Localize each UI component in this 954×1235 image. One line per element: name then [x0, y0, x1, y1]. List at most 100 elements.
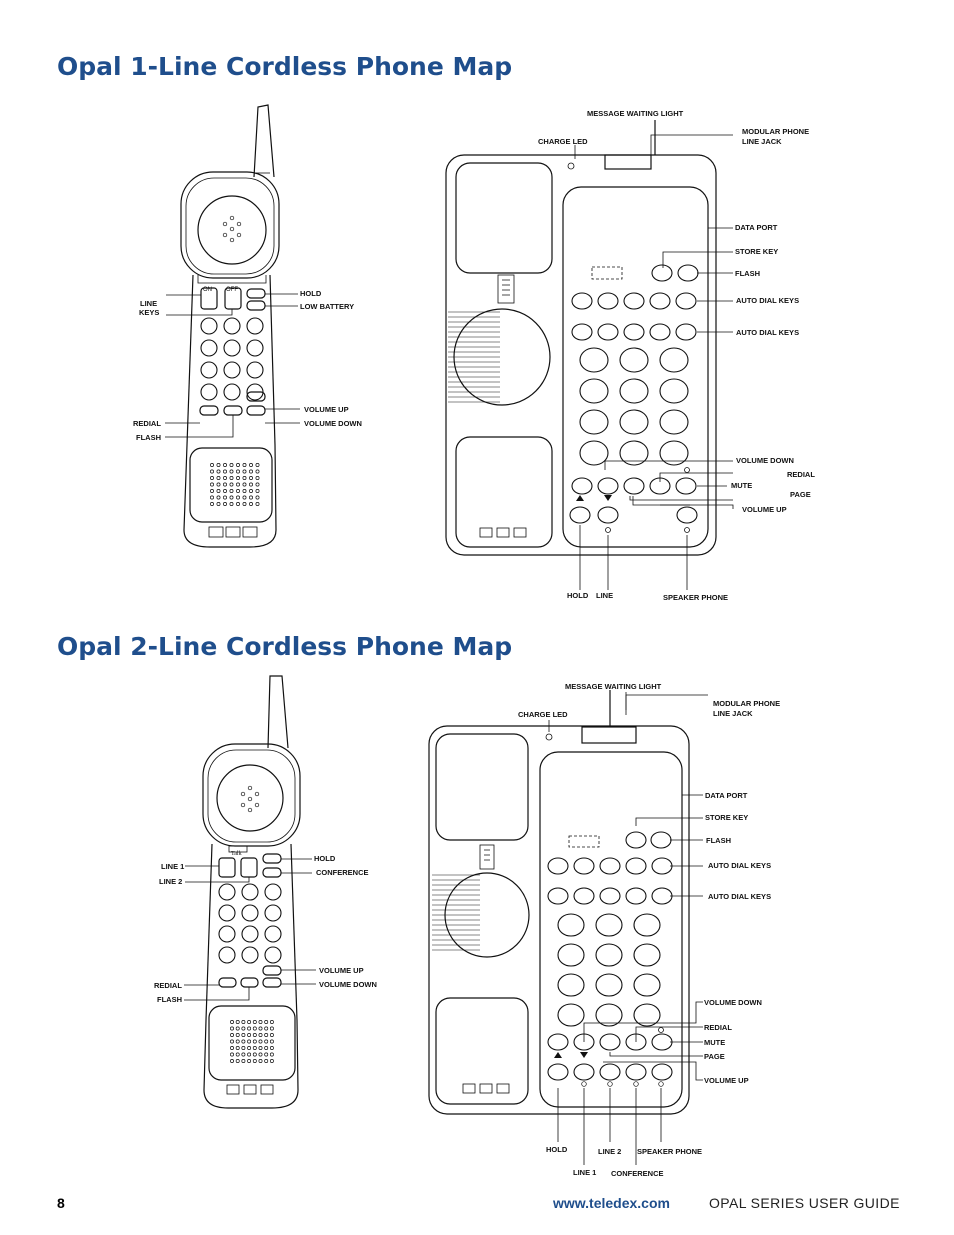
- map2-base: [428, 690, 708, 1165]
- volume-down-label: VOLUME DOWN: [304, 419, 362, 428]
- base-keypad-key: [557, 973, 585, 997]
- auto-dial-key: [625, 887, 647, 905]
- function-key: [597, 477, 619, 495]
- page-label: PAGE: [790, 490, 811, 499]
- footer-url-link[interactable]: www.teledex.com: [553, 1195, 670, 1211]
- b2-modular-jack-label-1: MODULAR PHONE: [713, 699, 780, 708]
- auto-dial-key: [547, 887, 569, 905]
- base-keypad-key: [619, 347, 649, 373]
- bottom-row-key: [547, 1063, 569, 1081]
- redial-label: REDIAL: [133, 419, 161, 428]
- b2-message-waiting-light-label: MESSAGE WAITING LIGHT: [565, 682, 662, 691]
- auto-dial-key: [651, 887, 673, 905]
- function-key: [547, 1033, 569, 1051]
- base-keypad-key: [659, 347, 689, 373]
- auto-dial-keys-label-2: AUTO DIAL KEYS: [736, 328, 799, 337]
- auto-dial-key: [649, 323, 671, 341]
- auto-dial-key: [547, 857, 569, 875]
- keypad-key: [264, 925, 282, 943]
- map1-base: [445, 120, 734, 590]
- hold-key: [569, 506, 591, 524]
- base-keypad-key: [633, 943, 661, 967]
- auto-dial-key: [675, 323, 697, 341]
- b2-hold-label: HOLD: [546, 1145, 568, 1154]
- base-keypad-key: [619, 440, 649, 466]
- auto-dial-key: [623, 323, 645, 341]
- bottom-row-key: [625, 1063, 647, 1081]
- line-key: [597, 506, 619, 524]
- h2-flash-label: FLASH: [157, 995, 182, 1004]
- message-waiting-light-label: MESSAGE WAITING LIGHT: [587, 109, 684, 118]
- auto-dial-key: [573, 857, 595, 875]
- store-key-label: STORE KEY: [735, 247, 778, 256]
- b2-charge-led-label: CHARGE LED: [518, 710, 568, 719]
- on-label: ON: [203, 287, 212, 293]
- b2-mute-label: MUTE: [704, 1038, 725, 1047]
- h2-volume-up-label: VOLUME UP: [319, 966, 364, 975]
- data-port-label: DATA PORT: [735, 223, 778, 232]
- line-2-label: LINE 2: [159, 877, 182, 886]
- hold-label: HOLD: [300, 289, 322, 298]
- flash-key-label: FLASH: [735, 269, 760, 278]
- auto-dial-key: [599, 887, 621, 905]
- keypad-key: [223, 383, 241, 401]
- keypad-key: [218, 883, 236, 901]
- function-key: [571, 477, 593, 495]
- keypad-key: [246, 361, 264, 379]
- mute-label: MUTE: [731, 481, 752, 490]
- map2-diagram: Talk LINE 1 LINE 2 HOLD CONFERENCE VOLUM…: [154, 675, 780, 1178]
- base-keypad-key: [579, 409, 609, 435]
- keypad-key: [241, 946, 259, 964]
- auto-dial-keys-label-1: AUTO DIAL KEYS: [736, 296, 799, 305]
- store-key: [625, 831, 647, 849]
- keypad-key: [218, 946, 236, 964]
- base-keypad-key: [633, 1003, 661, 1027]
- base-keypad-key: [557, 913, 585, 937]
- talk-label: Talk: [231, 851, 242, 857]
- base-redial-label: REDIAL: [787, 470, 815, 479]
- keypad-key: [246, 317, 264, 335]
- base-keypad-key: [579, 378, 609, 404]
- auto-dial-key: [599, 857, 621, 875]
- map2-handset: [202, 675, 301, 1109]
- function-key: [625, 1033, 647, 1051]
- base-keypad-key: [595, 1003, 623, 1027]
- b2-line-1-label: LINE 1: [573, 1168, 596, 1177]
- page-number: 8: [57, 1195, 65, 1211]
- bottom-row-key: [599, 1063, 621, 1081]
- base-keypad-key: [579, 347, 609, 373]
- charge-led-label: CHARGE LED: [538, 137, 588, 146]
- keypad-key: [241, 925, 259, 943]
- keypad-key: [218, 925, 236, 943]
- keypad-key: [264, 883, 282, 901]
- modular-jack-label-2: LINE JACK: [742, 137, 782, 146]
- base-keypad-key: [579, 440, 609, 466]
- flash-key: [650, 831, 672, 849]
- base-keypad-key: [595, 943, 623, 967]
- function-key: [651, 1033, 673, 1051]
- auto-dial-key: [675, 292, 697, 310]
- keypad-key: [218, 904, 236, 922]
- volume-up-label: VOLUME UP: [304, 405, 349, 414]
- h2-hold-label: HOLD: [314, 854, 336, 863]
- base-volume-down-label: VOLUME DOWN: [736, 456, 794, 465]
- line-keys-label-1: LINE: [140, 299, 157, 308]
- flash-key: [677, 264, 699, 282]
- b2-auto-dial-keys-label-1: AUTO DIAL KEYS: [708, 861, 771, 870]
- keypad-key: [264, 946, 282, 964]
- auto-dial-key: [625, 857, 647, 875]
- auto-dial-key: [623, 292, 645, 310]
- keypad-key: [200, 383, 218, 401]
- base-keypad-key: [619, 378, 649, 404]
- base-keypad-key: [557, 943, 585, 967]
- auto-dial-key: [651, 857, 673, 875]
- flash-label: FLASH: [136, 433, 161, 442]
- b2-store-key-label: STORE KEY: [705, 813, 748, 822]
- keypad-key: [241, 904, 259, 922]
- keypad-key: [246, 383, 264, 401]
- b2-data-port-label: DATA PORT: [705, 791, 748, 800]
- map1-diagram: ON OFF LINE KEYS HOLD LOW BATTERY VOLUME…: [133, 104, 815, 602]
- b2-auto-dial-keys-label-2: AUTO DIAL KEYS: [708, 892, 771, 901]
- b2-conference-label: CONFERENCE: [611, 1169, 664, 1178]
- base-keypad-key: [595, 913, 623, 937]
